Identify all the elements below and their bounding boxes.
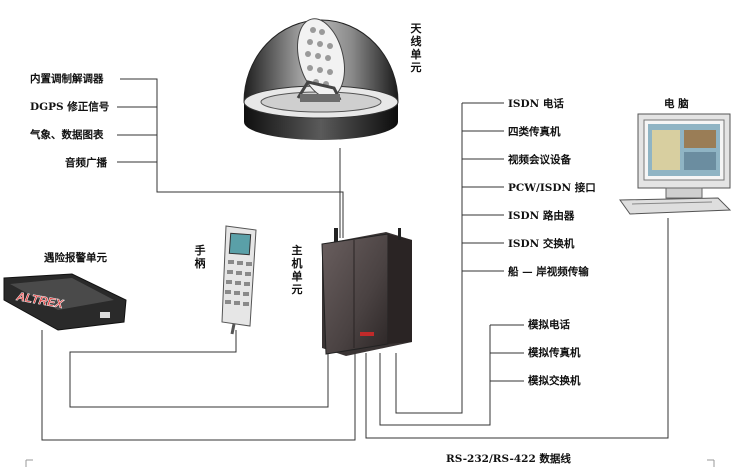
main-unit-box	[321, 228, 412, 356]
alarm-device: ALTREX	[3, 273, 127, 331]
antenna-dome	[243, 18, 399, 140]
digital-label-switch: ISDN 交换机	[508, 238, 575, 250]
handset-label: 手柄	[194, 244, 206, 270]
main-unit-label: 主机单元	[291, 244, 303, 296]
input-label-weather: 气象、数据图表	[30, 129, 104, 141]
input-label-dgps: DGPS 修正信号	[30, 101, 110, 113]
analog-label-switch: 模拟交换机	[528, 375, 581, 387]
handset-device	[221, 225, 257, 335]
digital-label-video-tx: 船 — 岸视频传输	[508, 266, 589, 278]
digital-label-fax: 四类传真机	[508, 126, 561, 138]
input-label-audio: 音频广播	[65, 157, 107, 169]
analog-label-fax: 模拟传真机	[528, 347, 581, 359]
input-label-modem: 内置调制解调器	[30, 73, 104, 85]
digital-label-video-conf: 视频会议设备	[508, 154, 571, 166]
computer-device	[619, 113, 732, 215]
digital-label-isdn-phone: ISDN 电话	[508, 98, 564, 110]
digital-label-router: ISDN 路由器	[508, 210, 575, 222]
computer-label: 电 脑	[664, 98, 689, 110]
analog-label-phone: 模拟电话	[528, 319, 570, 331]
digital-label-pcw-isdn: PCW/ISDN 接口	[508, 182, 596, 194]
data-line-label: RS-232/RS-422 数据线	[446, 453, 571, 465]
alarm-label: 遇险报警单元	[44, 252, 107, 264]
antenna-label: 天线单元	[410, 22, 422, 74]
